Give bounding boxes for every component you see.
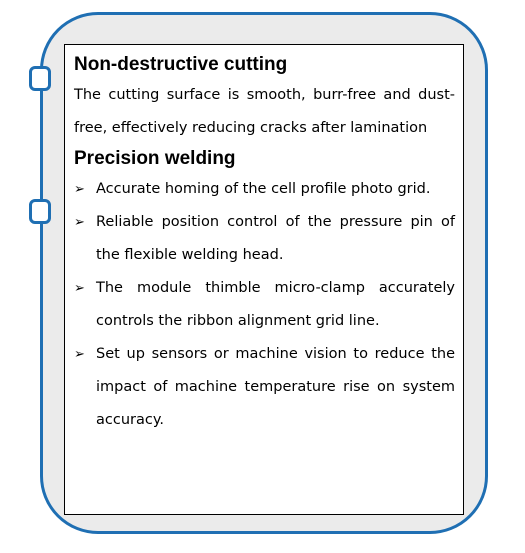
- list-item: ➢ Accurate homing of the cell profile ph…: [74, 173, 455, 206]
- bullet-list: ➢ Accurate homing of the cell profile ph…: [74, 173, 455, 437]
- section-text-cutting: The cutting surface is smooth, burr-free…: [74, 87, 455, 136]
- list-item: ➢ Reliable position control of the press…: [74, 206, 455, 272]
- tab-marker-icon: [29, 66, 51, 91]
- content-box: Non-destructive cutting The cutting surf…: [64, 44, 464, 515]
- list-item: ➢ The module thimble micro-clamp accurat…: [74, 272, 455, 338]
- section-title-welding: Precision welding: [74, 148, 236, 169]
- list-item: ➢ Set up sensors or machine vision to re…: [74, 338, 455, 437]
- arrowhead-icon: ➢: [74, 182, 85, 197]
- tab-marker-icon: [29, 199, 51, 224]
- list-item-text: Reliable position control of the pressur…: [96, 214, 455, 263]
- list-item-text: Set up sensors or machine vision to redu…: [96, 346, 455, 428]
- list-item-text: Accurate homing of the cell profile phot…: [96, 181, 431, 197]
- arrowhead-icon: ➢: [74, 215, 85, 230]
- list-item-text: The module thimble micro-clamp accuratel…: [96, 280, 455, 329]
- arrowhead-icon: ➢: [74, 281, 85, 296]
- section-title-cutting: Non-destructive cutting: [74, 54, 288, 75]
- arrowhead-icon: ➢: [74, 347, 85, 362]
